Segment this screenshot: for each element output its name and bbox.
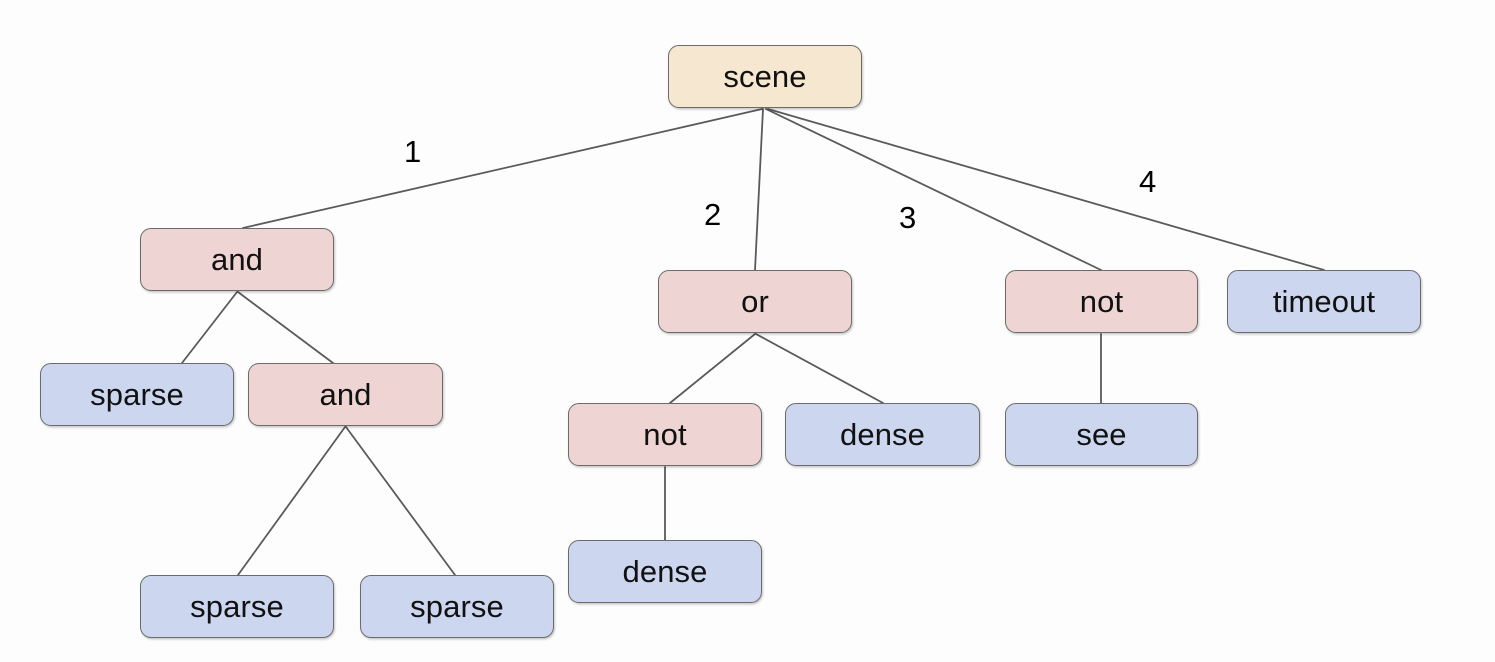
tree-node-or1[interactable]: or — [658, 270, 852, 333]
tree-node-sparse3[interactable]: sparse — [360, 575, 554, 638]
tree-edge-or1-to-not1 — [669, 333, 756, 404]
tree-node-label: scene — [723, 59, 807, 94]
tree-edge-and2-to-sparse3 — [345, 426, 456, 576]
tree-node-label: timeout — [1272, 284, 1376, 319]
tree-node-not2[interactable]: not — [1005, 270, 1198, 333]
tree-edge-scene-to-not2 — [765, 108, 1102, 271]
tree-node-scene[interactable]: scene — [668, 45, 862, 108]
tree-node-timeout1[interactable]: timeout — [1227, 270, 1421, 333]
tree-node-label: sparse — [190, 589, 284, 624]
tree-node-and1[interactable]: and — [140, 228, 334, 291]
tree-node-and2[interactable]: and — [248, 363, 443, 426]
tree-node-label: not — [643, 417, 687, 452]
edge-label-3: 3 — [899, 200, 917, 235]
tree-edge-scene-to-and1 — [242, 108, 763, 229]
tree-node-label: and — [319, 377, 372, 412]
tree-edge-scene-to-timeout1 — [767, 108, 1325, 271]
tree-node-label: sparse — [410, 589, 504, 624]
tree-node-label: see — [1076, 417, 1127, 452]
tree-node-label: dense — [840, 417, 925, 452]
tree-node-label: dense — [622, 554, 708, 589]
tree-node-not1[interactable]: not — [568, 403, 762, 466]
edge-label-2: 2 — [704, 197, 722, 232]
tree-edge-or1-to-dense1 — [755, 333, 884, 404]
tree-edge-and1-to-sparse1 — [181, 291, 238, 364]
tree-node-label: and — [210, 242, 264, 277]
edge-label-4: 4 — [1139, 164, 1157, 199]
tree-node-label: sparse — [90, 377, 184, 412]
tree-node-label: not — [1079, 284, 1124, 319]
tree-node-dense2[interactable]: dense — [568, 540, 762, 603]
tree-edge-scene-to-or1 — [754, 108, 764, 271]
tree-node-dense1[interactable]: dense — [785, 403, 980, 466]
tree-node-sparse1[interactable]: sparse — [40, 363, 234, 426]
tree-node-label: or — [741, 284, 769, 319]
tree-edge-and2-to-sparse2 — [237, 426, 346, 576]
tree-node-see1[interactable]: see — [1005, 403, 1198, 466]
edge-label-1: 1 — [404, 134, 422, 169]
tree-edge-and1-to-and2 — [237, 291, 334, 364]
tree-node-sparse2[interactable]: sparse — [140, 575, 334, 638]
